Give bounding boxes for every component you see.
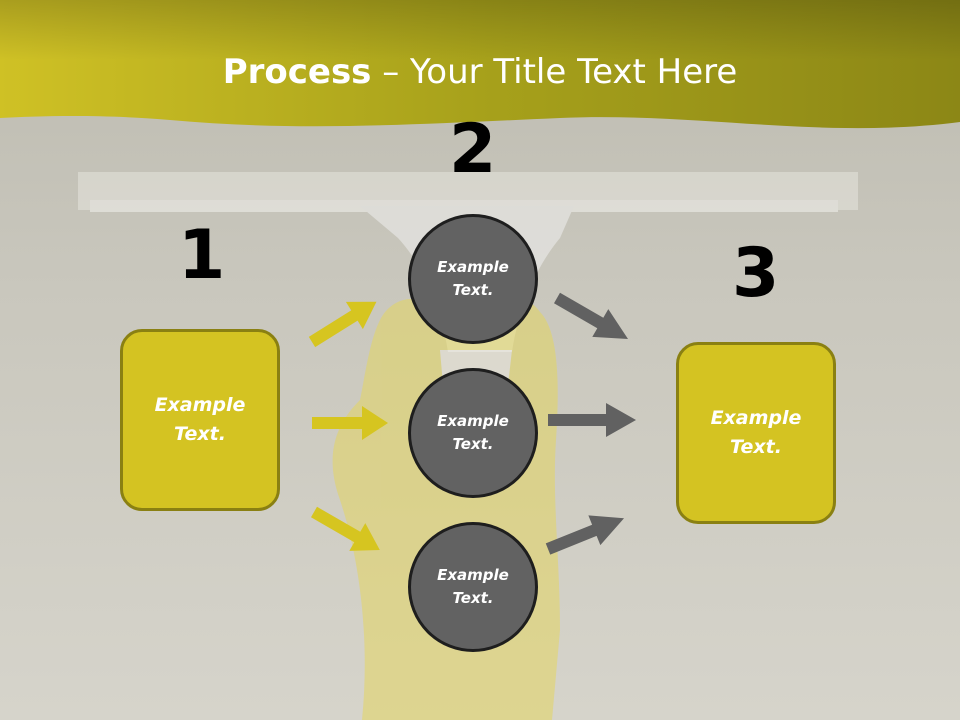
right-box-line1: Example <box>710 407 802 429</box>
glove-icon <box>332 294 560 720</box>
step-number-1: 1 <box>178 216 226 295</box>
circle-3: Example Text. <box>408 522 538 652</box>
circle-1: Example Text. <box>408 214 538 344</box>
circle-2-line1: Example <box>437 412 509 430</box>
left-box: Example Text. <box>120 329 280 511</box>
circle-3-line1: Example <box>437 566 509 584</box>
circle-3-line2: Text. <box>452 589 494 607</box>
title-rest: – Your Title Text Here <box>371 52 738 92</box>
slide-title: Process – Your Title Text Here <box>0 52 960 92</box>
circle-1-line1: Example <box>437 258 509 276</box>
right-box-line2: Text. <box>730 436 782 458</box>
step-number-3: 3 <box>732 234 780 313</box>
circle-2: Example Text. <box>408 368 538 498</box>
right-box: Example Text. <box>676 342 836 524</box>
title-bold: Process <box>222 52 372 92</box>
circle-1-line2: Text. <box>452 281 494 299</box>
left-box-line2: Text. <box>174 423 226 445</box>
circle-2-line2: Text. <box>452 435 494 453</box>
left-box-line1: Example <box>154 394 246 416</box>
step-number-2: 2 <box>449 110 497 189</box>
